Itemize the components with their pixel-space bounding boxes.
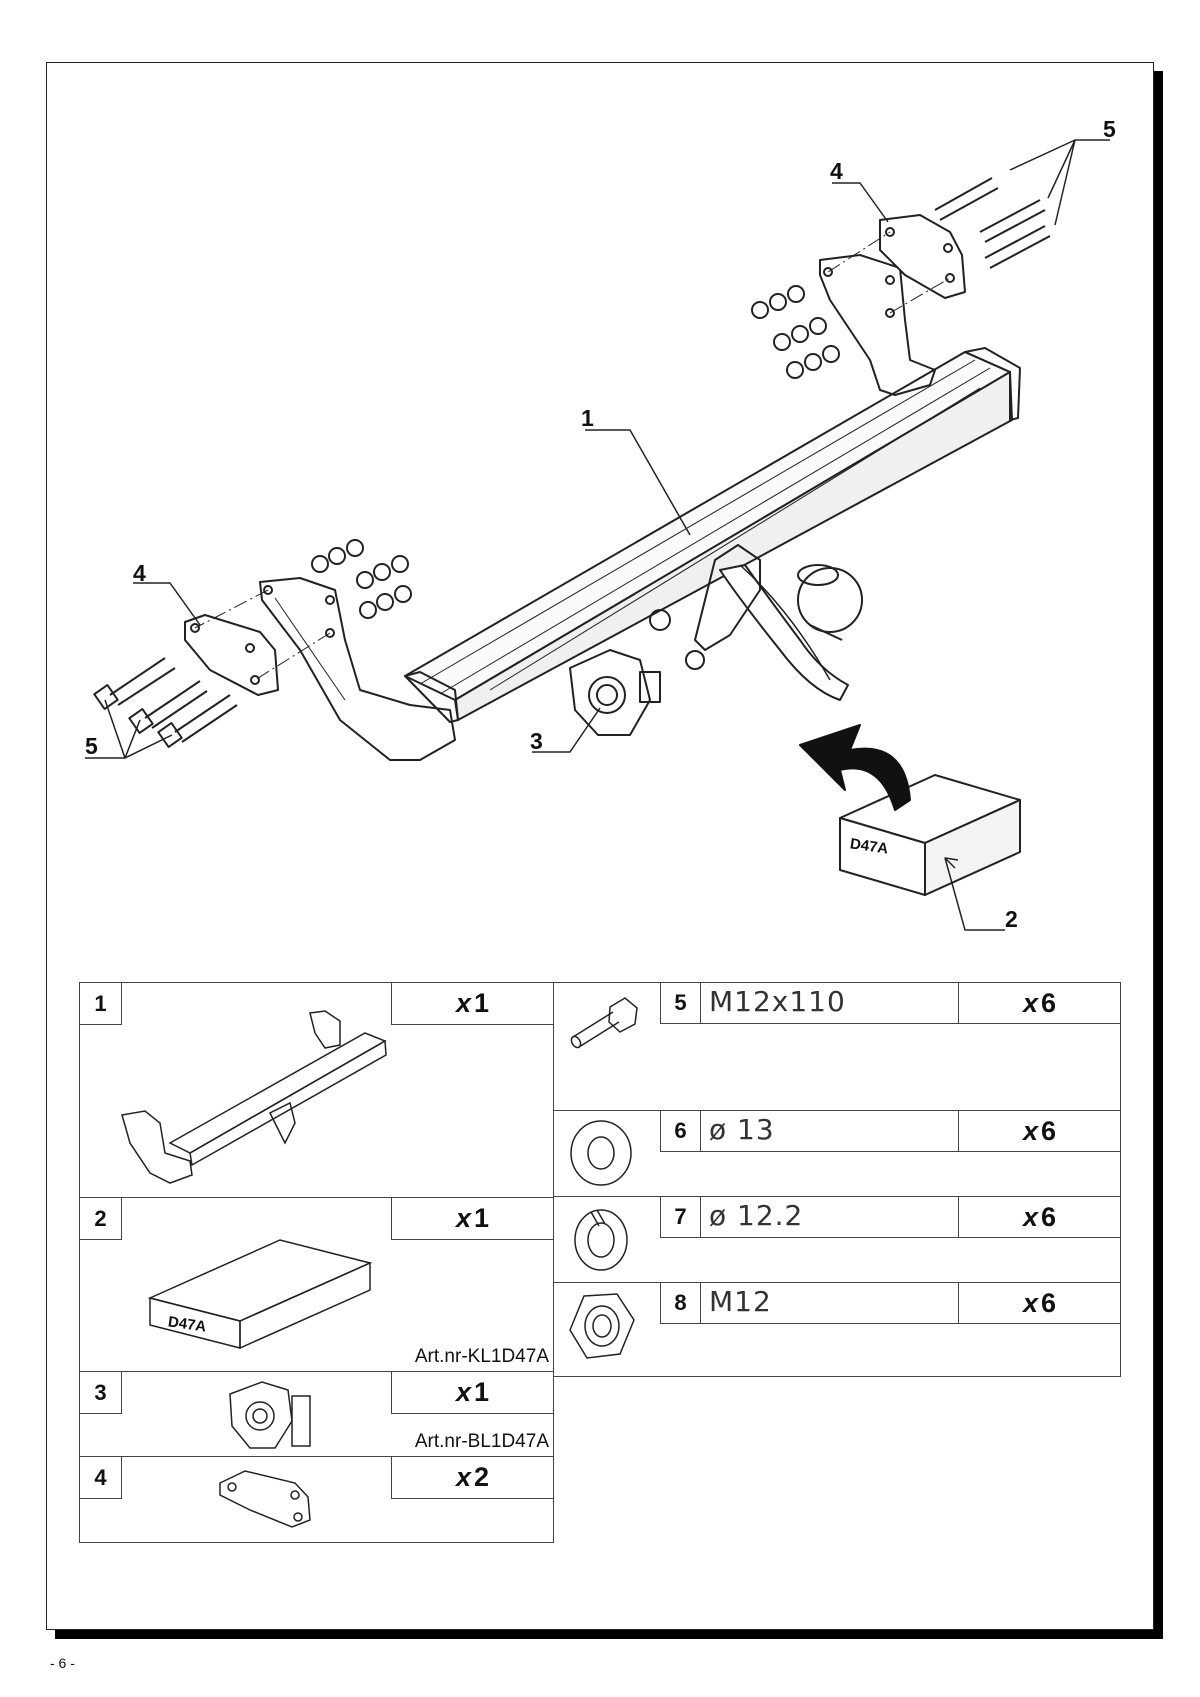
part-pos: 3 (80, 1372, 122, 1414)
callout-5-right: 5 (1103, 116, 1116, 142)
article-number: Art.nr-KL1D47A (414, 1346, 549, 1367)
callout-2: 2 (1005, 906, 1018, 932)
tow-ball-neck (719, 564, 863, 701)
callout-3: 3 (530, 728, 543, 754)
flat-washer-icon (570, 1120, 632, 1186)
mounting-arrow (799, 724, 911, 811)
left-bracket (259, 577, 456, 761)
bolt-icon (570, 997, 638, 1049)
right-plate-part-4 (879, 214, 966, 299)
callout-1: 1 (581, 405, 594, 431)
callout-4-left: 4 (133, 560, 146, 586)
article-number: Art.nr-BL1D47A (414, 1431, 549, 1452)
beam-thumbnail-icon (121, 1010, 387, 1184)
cable-box-part-2 (839, 774, 1021, 896)
hex-nut-icon (569, 1293, 635, 1359)
left-plate-part-4 (184, 614, 279, 696)
cable-box-thumbnail-icon (147, 1239, 373, 1350)
right-washers-nuts (751, 285, 840, 379)
socket-plate-part-3 (569, 649, 661, 736)
page-number: - 6 - (50, 1655, 75, 1671)
spring-washer-icon (574, 1209, 628, 1271)
ball-mount-plate (649, 544, 761, 670)
callout-5-left: 5 (85, 733, 98, 759)
mounting-plate-thumbnail-icon (219, 1470, 311, 1528)
left-washers-nuts (311, 539, 412, 619)
cross-beam-part-1 (404, 347, 1021, 723)
part-pos: 4 (80, 1457, 122, 1499)
part-pos: 1 (80, 983, 122, 1025)
socket-plate-thumbnail-icon (229, 1381, 311, 1449)
right-bolts-part-5 (934, 177, 1051, 269)
callout-4-right: 4 (830, 158, 843, 184)
left-bolts-part-5 (93, 657, 238, 748)
tow-bar-exploded-drawing (85, 139, 1110, 931)
part-pos: 2 (80, 1198, 122, 1240)
